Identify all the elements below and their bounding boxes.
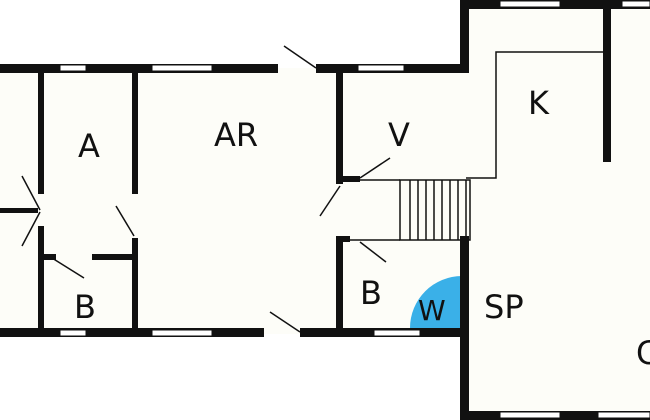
door-left-2 — [21, 211, 41, 247]
floor-areas — [0, 4, 650, 420]
room-label-k: K — [528, 84, 550, 122]
windows — [59, 0, 650, 419]
wall-b-left-top-right — [92, 254, 138, 260]
wall-a-right — [132, 68, 138, 194]
window-7 — [499, 0, 561, 8]
door-ar-v — [319, 185, 341, 217]
room-labels: A AR V K B B W SP C — [74, 84, 650, 372]
kitchen-counter-outline — [466, 51, 604, 179]
wall-ar-divider-lower — [336, 238, 343, 334]
door-left-1 — [21, 175, 41, 211]
wall-left-stub — [0, 208, 38, 213]
room-label-ar: AR — [214, 116, 258, 154]
room-label-v: V — [388, 116, 410, 154]
window-2 — [151, 64, 213, 72]
wall-right-wing-left-upper — [460, 0, 469, 73]
door-b-left — [51, 257, 85, 279]
window-9 — [499, 411, 561, 419]
room-label-sp: SP — [484, 288, 524, 326]
window-1 — [59, 64, 87, 72]
wall-top-left — [0, 64, 278, 73]
wall-b-top — [336, 236, 350, 242]
door-a — [115, 205, 135, 237]
wall-a-left — [38, 68, 44, 194]
door-v — [359, 157, 391, 179]
doors — [21, 45, 391, 333]
wall-v-bottom — [336, 176, 360, 182]
room-label-w: W — [418, 294, 446, 327]
room-label-b-left: B — [74, 288, 96, 326]
wall-a-right-lower — [132, 238, 138, 334]
window-5 — [151, 329, 213, 337]
door-entrance-bottom — [269, 311, 301, 333]
stairs-outline — [399, 179, 471, 241]
wetroom-area — [410, 276, 462, 328]
floor-left-wing — [0, 68, 466, 334]
door-b-right — [359, 241, 387, 263]
wall-right-wing-left-lower — [460, 236, 469, 420]
window-8 — [621, 0, 650, 8]
room-label-c-partial: C — [636, 334, 650, 372]
door-entrance-top — [283, 45, 317, 69]
wall-ar-divider-upper — [336, 64, 343, 184]
wall-kitchen-right — [603, 0, 611, 162]
window-10 — [597, 411, 650, 419]
window-4 — [59, 329, 87, 337]
window-3 — [357, 64, 405, 72]
wall-b-left-top — [38, 254, 56, 260]
wall-a-left-lower — [38, 226, 44, 334]
room-label-b-right: B — [360, 274, 382, 312]
floor-right-wing — [462, 4, 650, 420]
window-6 — [373, 329, 421, 337]
room-label-a: A — [78, 127, 100, 165]
